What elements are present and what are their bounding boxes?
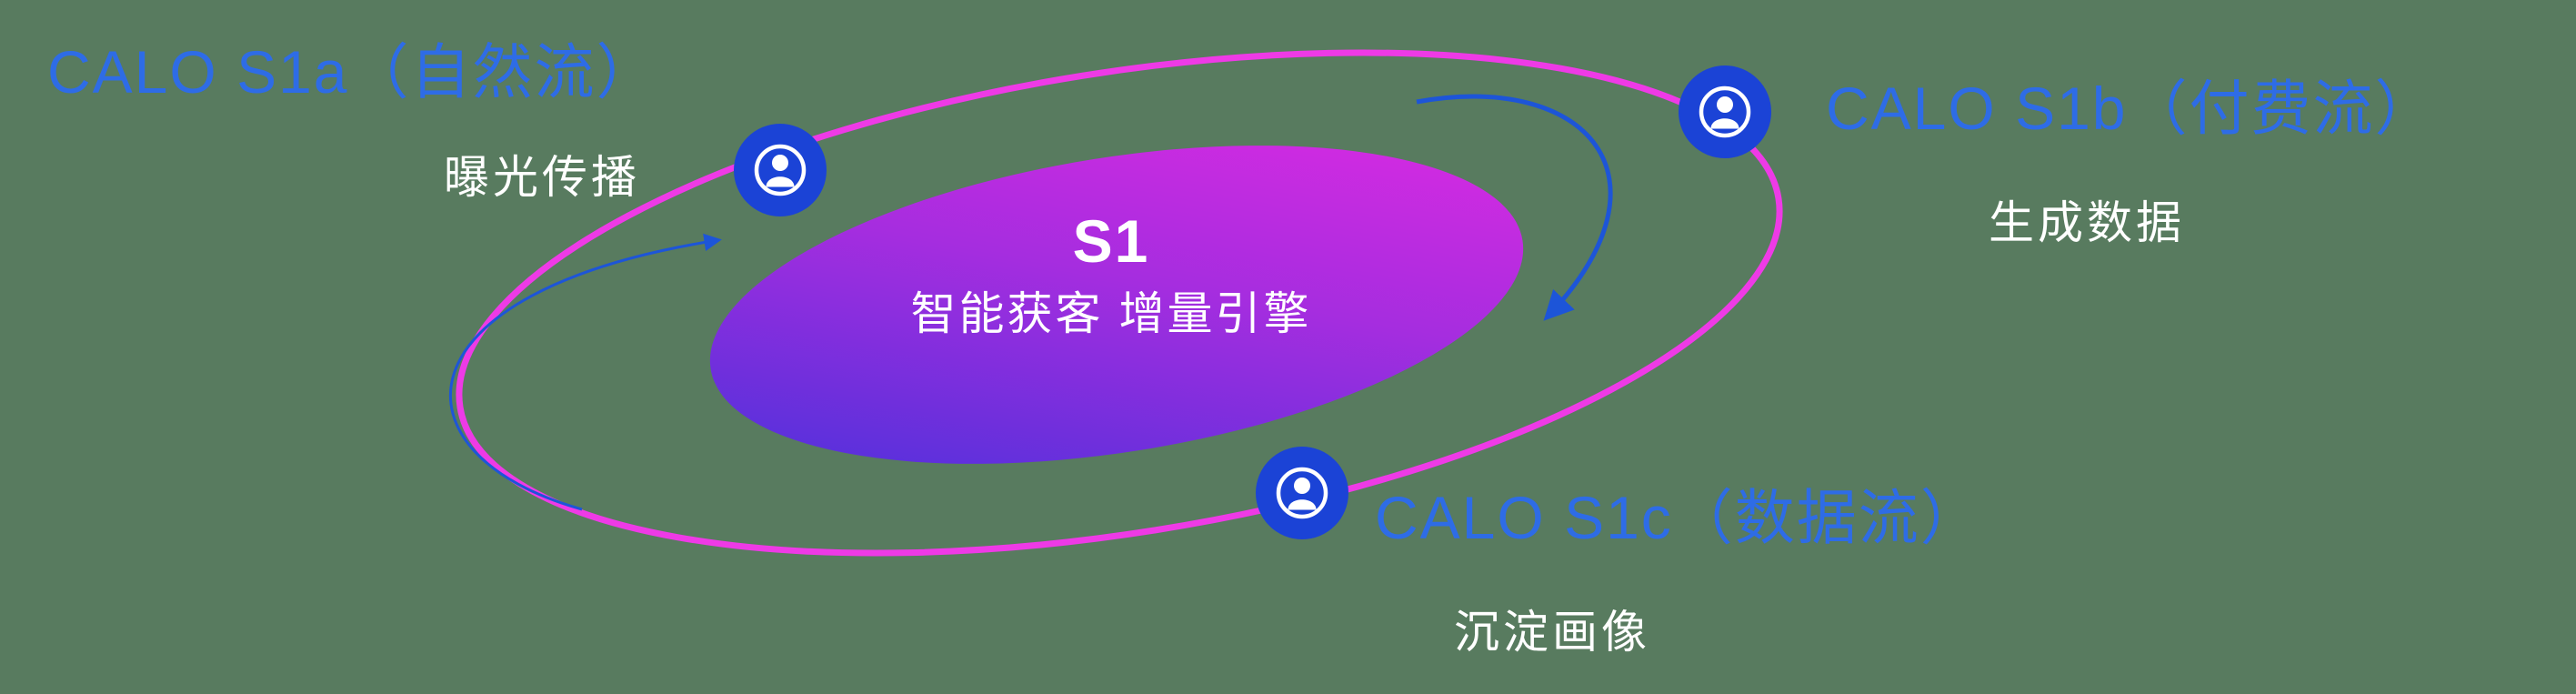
sublabel-s1c: 沉淀画像 <box>1454 607 1650 658</box>
orbit-ring <box>456 49 1783 557</box>
label-s1c: CALO S1c（数据流） <box>1375 484 1982 551</box>
flow-arrow-left <box>448 233 722 511</box>
core-ellipse <box>709 146 1524 464</box>
sublabel-s1a: 曝光传播 <box>444 152 640 203</box>
node-s1b: CALO S1b（付费流） 生成数据 <box>1679 65 2437 248</box>
sublabel-s1b: 生成数据 <box>1989 197 2185 248</box>
node-s1c: CALO S1c（数据流） 沉淀画像 <box>1256 447 1982 658</box>
core-subtitle: 智能获客 增量引擎 <box>911 288 1312 339</box>
label-s1a: CALO S1a（自然流） <box>47 38 658 106</box>
label-s1b: CALO S1b（付费流） <box>1826 75 2437 142</box>
node-s1a: CALO S1a（自然流） 曝光传播 <box>47 38 827 216</box>
flow-arrow-top-right <box>1416 94 1613 321</box>
core-title: S1 <box>1073 207 1150 275</box>
